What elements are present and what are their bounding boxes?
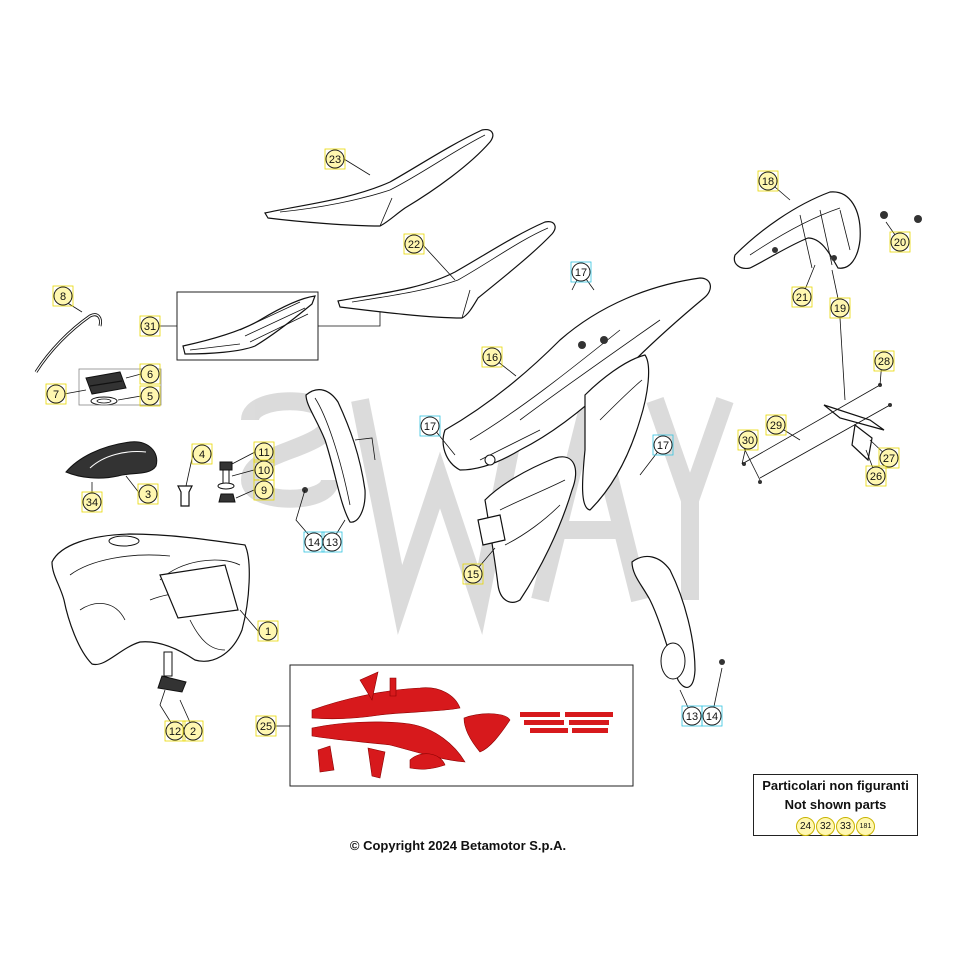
callout-label: 14 <box>308 537 320 549</box>
part-callout-31[interactable]: 31 <box>139 315 161 337</box>
not-shown-title-en: Not shown parts <box>784 797 887 812</box>
part-callout-1[interactable]: 1 <box>257 620 279 642</box>
part-callout-15[interactable]: 15 <box>462 563 484 585</box>
callout-label: 30 <box>742 435 754 447</box>
part-callout-21[interactable]: 21 <box>791 286 813 308</box>
part-callout-22[interactable]: 22 <box>403 233 425 255</box>
part-callout[interactable]: 33 <box>836 817 855 836</box>
callout-label: 34 <box>86 497 98 509</box>
callout-label: 4 <box>199 449 205 461</box>
not-shown-parts-box: Particolari non figuranti Not shown part… <box>753 774 918 836</box>
part-callout-6[interactable]: 6 <box>139 363 161 385</box>
fuel-breather-hose-8 <box>34 313 102 373</box>
callouts: 23 22 31 8 6 7 5 3 34 4 11 10 9 1 12 2 14 13 16 17 17 17 15 18 2… <box>45 148 911 742</box>
part-callout-7[interactable]: 7 <box>45 383 67 405</box>
part-callout-14[interactable]: 14 <box>701 705 723 727</box>
callout-label: 5 <box>147 391 153 403</box>
part-callout-12[interactable]: 12 <box>164 720 186 742</box>
part-callout-13[interactable]: 13 <box>681 705 703 727</box>
decal-kit-25 <box>289 664 634 787</box>
callout-label: 18 <box>762 176 774 188</box>
seat-cover-31 <box>176 291 381 361</box>
callout-label: 7 <box>53 389 59 401</box>
callout-label: 26 <box>870 471 882 483</box>
callout-label: 9 <box>261 485 267 497</box>
part-callout-26[interactable]: 26 <box>865 465 887 487</box>
callout-label: 19 <box>834 303 846 315</box>
part-callout-8[interactable]: 8 <box>52 285 74 307</box>
part-callout-18[interactable]: 18 <box>757 170 779 192</box>
part-callout-13[interactable]: 13 <box>321 531 343 553</box>
part-callout-11[interactable]: 11 <box>253 441 275 463</box>
seat-22 <box>337 221 556 319</box>
tank-cover-3 <box>65 441 158 479</box>
callout-label: 10 <box>258 465 270 477</box>
part-callout-20[interactable]: 20 <box>889 231 911 253</box>
callout-label: 23 <box>329 154 341 166</box>
part-callout-29[interactable]: 29 <box>765 414 787 436</box>
callout-label: 11 <box>258 447 269 459</box>
fuel-tank-1 <box>51 533 250 666</box>
callout-label: 17 <box>424 421 436 433</box>
part-callout[interactable]: 181 <box>856 817 875 836</box>
part-callout-19[interactable]: 19 <box>829 297 851 319</box>
left-side-panel <box>302 389 376 523</box>
seat-23 <box>264 129 494 227</box>
callout-label: 25 <box>260 721 272 733</box>
part-callout-9[interactable]: 9 <box>253 479 275 501</box>
callout-label: 13 <box>326 537 338 549</box>
callout-label: 14 <box>706 711 718 723</box>
callout-label: 2 <box>190 726 196 738</box>
callout-label: 6 <box>147 369 153 381</box>
part-callout[interactable]: 32 <box>816 817 835 836</box>
callout-label: 15 <box>467 569 479 581</box>
part-callout-30[interactable]: 30 <box>737 429 759 451</box>
part-callout-17[interactable]: 17 <box>652 434 674 456</box>
callout-label: 17 <box>575 267 587 279</box>
part-callout[interactable]: 24 <box>796 817 815 836</box>
callout-label: 21 <box>796 292 808 304</box>
part-callout-27[interactable]: 27 <box>878 447 900 469</box>
callout-label: 13 <box>686 711 698 723</box>
part-callout-5[interactable]: 5 <box>139 385 161 407</box>
part-callout-2[interactable]: 2 <box>182 720 204 742</box>
hardware-small <box>177 461 236 507</box>
callout-label: 16 <box>486 352 498 364</box>
part-callout-25[interactable]: 25 <box>255 715 277 737</box>
part-callout-23[interactable]: 23 <box>324 148 346 170</box>
callout-label: 12 <box>169 726 181 738</box>
subframe-18 <box>733 191 922 269</box>
callout-label: 17 <box>657 440 669 452</box>
callout-label: 28 <box>878 356 890 368</box>
part-callout-3[interactable]: 3 <box>137 483 159 505</box>
part-callout-10[interactable]: 10 <box>253 459 275 481</box>
part-callout-28[interactable]: 28 <box>873 350 895 372</box>
callout-label: 1 <box>265 626 271 638</box>
callout-label: 20 <box>894 237 906 249</box>
callout-label: 27 <box>883 453 895 465</box>
callout-label: 22 <box>408 239 420 251</box>
callout-label: 3 <box>145 489 151 501</box>
part-callout-17[interactable]: 17 <box>419 415 441 437</box>
callout-label: 31 <box>144 321 156 333</box>
fuel-tap-12 <box>157 651 187 693</box>
decal-stripes <box>520 712 613 733</box>
part-callout-16[interactable]: 16 <box>481 346 503 368</box>
fuel-cap-assembly <box>78 368 162 406</box>
part-callout-4[interactable]: 4 <box>191 443 213 465</box>
rear-plate-holder <box>741 383 892 484</box>
right-side-panel <box>631 555 725 688</box>
rear-fender-16 <box>442 277 711 471</box>
part-callout-17[interactable]: 17 <box>570 261 592 283</box>
callout-label: 8 <box>60 291 66 303</box>
part-callout-34[interactable]: 34 <box>81 491 103 513</box>
side-plate-15 <box>477 354 650 603</box>
part-callout-14[interactable]: 14 <box>303 531 325 553</box>
not-shown-title-it: Particolari non figuranti <box>762 778 909 793</box>
copyright-text: © Copyright 2024 Betamotor S.p.A. <box>349 838 567 853</box>
callout-label: 29 <box>770 420 782 432</box>
